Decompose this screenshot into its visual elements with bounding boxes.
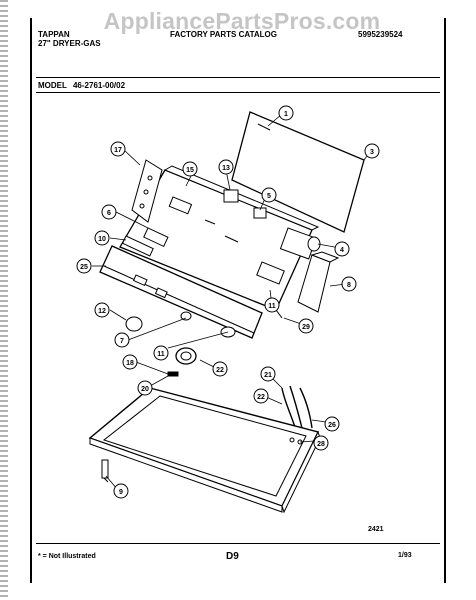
page-code: D9: [226, 551, 239, 562]
switch-5: [253, 207, 267, 219]
callout-10: 10: [94, 230, 110, 246]
callout-label: 7: [120, 338, 124, 345]
callout-18: 18: [122, 354, 138, 370]
scan-edge: [0, 0, 8, 600]
timer-13: [223, 189, 239, 203]
callout-label: 28: [317, 441, 325, 448]
callout-label: 6: [107, 210, 111, 217]
callout-label: 22: [216, 367, 224, 374]
callout-11b: 11: [153, 345, 169, 361]
callout-label: 5: [267, 193, 271, 200]
callout-label: 10: [98, 236, 106, 243]
callout-4: 4: [334, 241, 350, 257]
callout-label: 22: [257, 394, 265, 401]
callout-15: 15: [182, 161, 198, 177]
callout-7: 7: [114, 332, 130, 348]
callout-1: 1: [278, 105, 294, 121]
console-front-panel: [99, 245, 263, 339]
callout-28: 28: [313, 435, 329, 451]
part-number: 5995239524: [358, 30, 403, 39]
callout-label: 17: [114, 147, 122, 154]
callout-22: 22: [212, 361, 228, 377]
callout-label: 26: [328, 422, 336, 429]
model-label: MODEL 46-2761-00/02: [38, 81, 125, 90]
callout-label: 18: [126, 360, 134, 367]
callout-21: 21: [260, 366, 276, 382]
callout-5: 5: [261, 187, 277, 203]
header-rule-bottom: [36, 92, 440, 93]
callout-label: 29: [302, 324, 310, 331]
callout-label: 11: [268, 303, 276, 310]
callout-26: 26: [324, 416, 340, 432]
catalog-date: 1/93: [398, 552, 412, 559]
model-label-text: MODEL: [38, 81, 67, 90]
callout-label: 1: [284, 111, 288, 118]
callout-label: 21: [264, 372, 272, 379]
callout-label: 4: [340, 247, 344, 254]
footer-rule: [36, 543, 440, 544]
callout-label: 25: [80, 264, 88, 271]
callout-6: 6: [101, 204, 117, 220]
callout-13: 13: [218, 159, 234, 175]
callout-20: 20: [137, 380, 153, 396]
callout-29: 29: [298, 318, 314, 334]
callout-17: 17: [110, 141, 126, 157]
watermark: AppliancePartsPros.com: [103, 8, 381, 34]
brand-label: TAPPAN: [38, 30, 70, 39]
callout-label: 8: [347, 282, 351, 289]
model-number: 46-2761-00/02: [72, 81, 126, 90]
callout-8: 8: [341, 276, 357, 292]
knob-12: [125, 316, 143, 332]
callout-label: 12: [98, 308, 106, 315]
knob-22: [175, 347, 197, 365]
figure-id: 2421: [368, 526, 384, 533]
page-frame: [30, 18, 446, 583]
product-label: 27" DRYER-GAS: [38, 39, 101, 48]
callout-label: 9: [119, 489, 123, 496]
bracket-17: [131, 159, 163, 223]
callout-25: 25: [76, 258, 92, 274]
callout-9: 9: [113, 483, 129, 499]
switch-6: [143, 227, 169, 248]
callout-11: 11: [264, 297, 280, 313]
callout-label: 3: [370, 149, 374, 156]
callout-label: 13: [222, 165, 230, 172]
callout-label: 15: [186, 167, 194, 174]
back-panel: [231, 111, 365, 233]
hinge-9: [101, 459, 109, 479]
footnote: * = Not Illustrated: [38, 553, 96, 560]
callout-22b: 22: [253, 388, 269, 404]
callout-label: 20: [141, 386, 149, 393]
header-rule-top: [36, 77, 440, 78]
callout-label: 11: [157, 351, 165, 358]
callout-12: 12: [94, 302, 110, 318]
catalog-title: FACTORY PARTS CATALOG: [170, 30, 277, 39]
callout-3: 3: [364, 143, 380, 159]
